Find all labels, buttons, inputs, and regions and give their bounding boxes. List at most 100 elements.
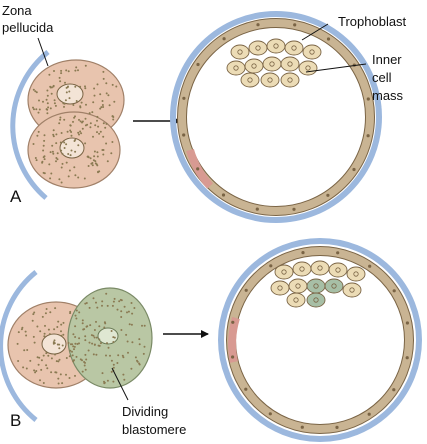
icm-nucleus xyxy=(251,63,257,69)
granule-dot xyxy=(62,333,65,336)
granule-dot xyxy=(52,342,55,345)
granule-dot xyxy=(36,134,39,137)
granule-dot xyxy=(92,101,95,104)
granule-dot xyxy=(103,382,106,385)
trophoblast-nucleus xyxy=(231,355,235,359)
granule-dot xyxy=(73,359,75,362)
granule-dot xyxy=(84,87,87,90)
granule-dot xyxy=(57,382,60,385)
icm-cell xyxy=(298,60,318,76)
granule-dot xyxy=(96,151,99,154)
trophoblast-pink-cell-b xyxy=(228,316,240,363)
icm-nucleus xyxy=(277,285,283,291)
granule-dot xyxy=(96,155,99,158)
granule-dot xyxy=(108,104,111,107)
granule-dot xyxy=(46,94,49,97)
granule-dot xyxy=(74,69,77,72)
granule-dot xyxy=(79,120,82,123)
granule-dot xyxy=(87,165,90,167)
granule-dot xyxy=(93,329,96,331)
granule-dot xyxy=(96,119,98,122)
trophoblast-outer-edge-a xyxy=(177,18,375,216)
granule-dot xyxy=(57,377,60,380)
granule-dot xyxy=(84,85,86,88)
granule-dot xyxy=(34,371,37,374)
label-zona-line1: Zona xyxy=(2,3,32,18)
granule-dot xyxy=(59,141,62,144)
granule-dot xyxy=(34,90,37,93)
granule-dot xyxy=(67,175,70,178)
granule-dot xyxy=(60,166,63,169)
granule-dot xyxy=(78,118,80,121)
icm-cell xyxy=(280,56,300,72)
granule-dot xyxy=(63,141,66,144)
granule-dot xyxy=(56,158,59,161)
zona-pellucida-arc-b xyxy=(0,270,38,422)
granule-dot xyxy=(83,364,86,367)
trophoblast-nucleus xyxy=(405,356,409,360)
granule-dot xyxy=(38,108,41,111)
granule-dots-a xyxy=(32,64,118,184)
granule-dot xyxy=(91,162,94,164)
granule-dot xyxy=(138,343,141,346)
granule-dot xyxy=(84,302,87,305)
granule-dot xyxy=(125,333,128,336)
granule-dot xyxy=(90,334,93,337)
granule-dot xyxy=(93,150,96,153)
granule-dot xyxy=(50,371,53,374)
granule-dot xyxy=(56,152,59,155)
granule-dot xyxy=(118,300,121,303)
granule-dot xyxy=(36,356,39,359)
granule-dot xyxy=(60,149,63,152)
icm-nucleus xyxy=(313,283,319,289)
granule-dot xyxy=(134,356,137,359)
granule-dot xyxy=(106,342,108,345)
granule-dot xyxy=(103,326,106,329)
granule-dot xyxy=(95,336,98,339)
nucleus-dividing-b xyxy=(97,327,119,345)
icm-cell xyxy=(226,60,246,76)
icm-nucleus xyxy=(273,43,279,49)
granule-dot xyxy=(46,89,49,92)
granule-dot xyxy=(43,155,46,158)
granule-dot xyxy=(37,111,40,114)
granule-dot xyxy=(122,373,125,376)
label-icm-line2: cell xyxy=(372,70,392,85)
granule-dot xyxy=(105,92,108,95)
granule-dot xyxy=(84,117,87,120)
granule-dot xyxy=(92,297,95,300)
granule-dot xyxy=(33,369,36,372)
trophoblast-nucleus xyxy=(196,62,200,67)
granule-dot xyxy=(35,159,38,162)
icm-cell xyxy=(230,44,250,60)
granule-dot xyxy=(123,378,126,381)
granule-dot xyxy=(67,153,70,155)
granule-dot xyxy=(117,354,120,357)
granule-dot xyxy=(92,334,95,337)
granule-dot xyxy=(105,292,108,295)
trophoblast-nucleus xyxy=(366,97,370,101)
granule-dot xyxy=(105,82,108,85)
granule-dot xyxy=(34,157,37,159)
granule-dot xyxy=(79,130,82,133)
trophoblast-nucleus xyxy=(368,264,372,268)
granule-dot xyxy=(116,308,119,311)
icm-nucleus xyxy=(293,297,299,303)
granule-dot xyxy=(79,105,82,108)
granule-dot xyxy=(35,91,38,94)
granule-dot xyxy=(81,120,84,123)
icm-cell xyxy=(260,72,280,88)
granule-dot xyxy=(59,373,62,376)
granule-dot xyxy=(83,177,86,180)
granule-dot xyxy=(115,85,118,88)
granule-dot xyxy=(54,353,56,356)
granule-dot xyxy=(77,176,80,179)
granule-dot xyxy=(104,322,107,325)
granule-dot xyxy=(67,85,69,88)
granule-dot xyxy=(65,357,68,359)
granule-dot xyxy=(47,106,50,109)
granule-dot xyxy=(76,343,79,345)
granule-dot xyxy=(58,122,61,125)
granule-dot xyxy=(75,66,78,69)
icm-cell xyxy=(324,278,344,294)
